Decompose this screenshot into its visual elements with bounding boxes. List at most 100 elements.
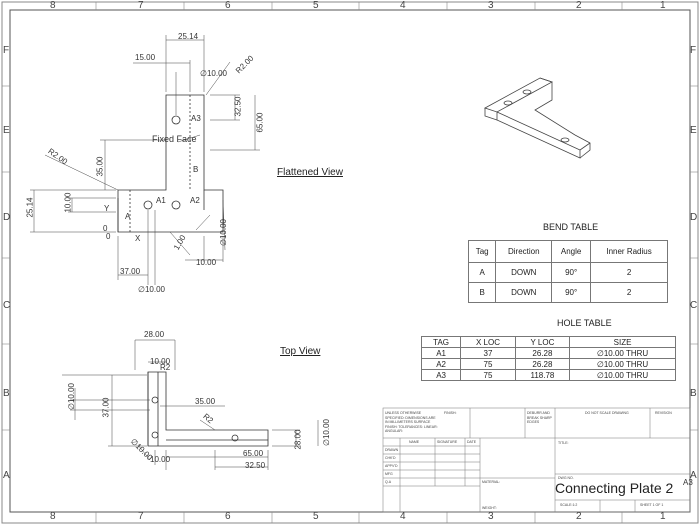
table-row: B DOWN 90° 2 [467,282,668,303]
dimension-label: 15.00 [135,53,156,62]
bend-cell: A [467,262,497,283]
finish-label: FINISH: [444,411,457,415]
row-checked: CHK'D [385,456,396,460]
row-mfg: MFG [385,472,393,476]
hole-cell: A1 [420,347,462,359]
origin-label: 0 [106,232,111,241]
zone-label: C [3,300,11,311]
hole-cell: 75 [460,369,516,381]
fixed-face-label: Fixed Face [152,134,197,144]
hole-table: TAG X LOC Y LOC SIZE A1 37 26.28 ∅10.00 … [420,336,676,381]
hole-table-header: TAG [420,336,462,348]
bend-table-header: Direction [495,240,553,263]
axis-label: Y [104,204,110,213]
material-label: MATERIAL: [482,480,501,484]
top-view-title: Top View [280,346,321,357]
zone-label: D [3,212,11,223]
zone-label: 1 [660,0,666,11]
zone-label: D [690,212,698,223]
row-drawn: DRAWN [385,448,399,452]
hole-cell: ∅10.00 THRU [569,358,676,370]
dimension-label: 65.00 [243,449,264,458]
dimension-label: 10.00 [150,455,171,464]
dimension-label: 28.00 [293,429,303,450]
dimension-label: 65.00 [255,112,265,133]
bend-tag: A [125,212,131,221]
row-qa: Q.A [385,480,392,484]
flattened-view-dimensions [30,35,260,285]
dimension-label: ∅10.00 [138,285,165,294]
bend-cell: 2 [590,262,668,283]
sheet-size: A3 [683,478,693,487]
tolerance-notes: UNLESS OTHERWISE SPECIFIED: DIMENSIONS A… [385,411,438,433]
hole-cell: 26.28 [514,358,571,370]
hole-cell: 75 [460,358,516,370]
dimension-label: 10.00 [196,258,217,267]
dwg-no-label: DWG NO. [558,476,574,480]
zone-label: F [3,45,10,56]
zone-label: 1 [660,511,666,522]
zone-label: B [690,388,697,399]
zone-label: 8 [50,0,56,11]
bend-cell: DOWN [495,282,553,303]
zone-label: 7 [138,0,144,11]
dimension-label: 35.00 [95,156,105,177]
zone-label: 3 [488,511,494,522]
zone-label: B [3,388,10,399]
flattened-view-title: Flattened View [277,167,343,178]
zone-label: 5 [313,511,319,522]
col-signature: SIGNATURE [437,440,458,444]
bend-table-header: Tag [467,240,497,263]
deburr-note: DEBURR AND BREAK SHARP EDGES [527,411,552,424]
zone-label: A [690,470,697,481]
hole-cell: ∅10.00 THRU [569,369,676,381]
axis-label: X [135,234,141,243]
hole-cell: 26.28 [514,347,571,359]
zone-label: 2 [576,0,582,11]
hole-tag: A1 [156,196,166,205]
row-approved: APPV'D [385,464,398,468]
zone-label: 3 [488,0,494,11]
title-block-grid [382,407,691,513]
top-view-dimensions [62,339,319,470]
bend-table: Tag Direction Angle Inner Radius A DOWN … [467,240,668,303]
sheet-label: SHEET 1 OF 1 [640,503,664,507]
hole-cell: A2 [420,358,462,370]
dimension-label: R2 [160,363,171,372]
zone-label: E [3,125,10,136]
bend-cell: B [467,282,497,303]
zone-label: 5 [313,0,319,11]
flattened-view-geometry [117,94,224,233]
dimension-label: 37.00 [101,397,111,418]
bend-table-header: Angle [551,240,592,263]
col-date: DATE [467,440,477,444]
hole-cell: 37 [460,347,516,359]
zone-label: 4 [400,0,406,11]
dimension-label: 25.14 [178,32,199,41]
table-row: A DOWN 90° 2 [467,262,668,283]
dimension-label: 28.00 [144,330,165,339]
zone-label: 7 [138,511,144,522]
hole-table-header: X LOC [460,336,516,348]
bend-cell: DOWN [495,262,553,283]
zone-label: 6 [225,511,231,522]
col-name: NAME [409,440,420,444]
revision-label: REVISION [655,411,672,415]
hole-table-header: Y LOC [514,336,571,348]
hole-table-title: HOLE TABLE [557,318,612,328]
hole-cell: 118.78 [514,369,571,381]
zone-label: A [3,470,10,481]
dimension-label: ∅10.00 [219,219,228,246]
dimension-label: ∅10.00 [67,383,76,410]
title-label: TITLE: [558,441,569,445]
dimension-label: 10.00 [150,357,171,366]
hole-tag: A3 [191,114,201,123]
hole-cell: A3 [420,369,462,381]
dimension-label: 37.00 [120,267,141,276]
dimension-label: 32.50 [233,96,243,117]
drawing-name: Connecting Plate 2 [555,480,674,496]
isometric-view [484,77,591,159]
dimension-label: ∅10.00 [322,419,331,446]
zone-label: 2 [576,511,582,522]
bend-cell: 2 [590,282,668,303]
